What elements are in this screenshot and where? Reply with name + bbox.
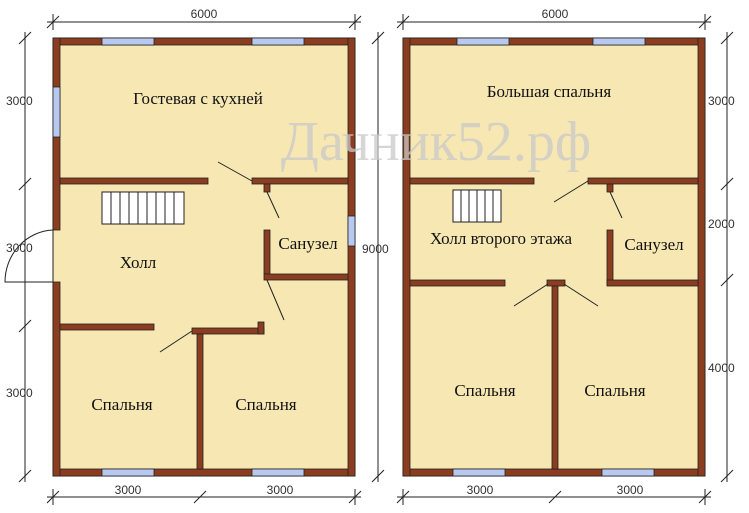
- floor-1-plan: Гостевая с кухней Холл Санузел Спальня С…: [4, 7, 362, 505]
- dimension-label: 3000: [708, 94, 735, 108]
- floor-1-window: [347, 215, 356, 247]
- floor-1-door: [217, 161, 253, 182]
- floor-2-door: [513, 283, 549, 307]
- room-label-bathroom: Санузел: [624, 235, 684, 254]
- room-label-bedroom: Спальня: [235, 395, 296, 414]
- floor-1-wall-kitchen-hall: [59, 177, 209, 185]
- floor-2-wall-bottom: [402, 468, 706, 477]
- dimension-label: 3000: [6, 94, 33, 108]
- dimension-label: 2000: [708, 217, 735, 231]
- floor-1-wall-bedrooms-divider: [196, 333, 204, 470]
- dimension-label: 9000: [362, 242, 389, 256]
- room-label-bedroom: Спальня: [454, 381, 515, 400]
- dimension-label: 3000: [6, 241, 33, 255]
- floor-1-wall-right: [347, 37, 356, 477]
- floor-1-door: [266, 279, 285, 321]
- floor-1-window: [52, 86, 61, 138]
- room-label-master-bedroom: Большая спальня: [487, 82, 612, 101]
- room-label-second-floor-hall: Холл второго этажа: [430, 229, 573, 248]
- dimension-label: 3000: [6, 386, 33, 400]
- floor-2-door: [563, 283, 599, 307]
- floor-2-wall-bedroom-hall: [409, 177, 535, 185]
- floor-1-wall-bottom: [52, 468, 356, 477]
- floor-2-wall-bedroom-hall: [587, 177, 699, 185]
- dimension-label: 6000: [542, 7, 569, 21]
- floor-2-wall-left: [402, 37, 411, 477]
- dimension-label: 3000: [115, 483, 142, 497]
- floor-1-wall-hall-bedroom-left: [59, 323, 155, 331]
- floor-1-window: [251, 37, 305, 46]
- floor-2-wall-bedrooms-divider: [551, 285, 559, 470]
- floor-2-wall-hall-stub: [546, 279, 566, 287]
- floor-2-plan: Большая спальня Холл второго этажа Сануз…: [362, 7, 735, 505]
- floor-1-wall-left-lower: [52, 281, 61, 477]
- floor-2-stairs: [452, 189, 502, 223]
- floor-1-wall-kitchen-hall: [251, 177, 349, 185]
- room-label-bedroom: Спальня: [91, 395, 152, 414]
- floor-1-window: [101, 37, 155, 46]
- floor-2-wall-bathroom-left: [606, 229, 614, 286]
- floor-1-stairs: [101, 191, 185, 225]
- room-label-bedroom: Спальня: [584, 381, 645, 400]
- floor-1-wall-bathroom-bottom: [263, 273, 349, 281]
- floor-1-wall-hall-bedroom-right: [191, 327, 265, 335]
- floor-2-wall-bathroom-bottom: [606, 279, 699, 287]
- floor-1-entrance-door: [4, 229, 54, 283]
- floor-2-wall-bathroom-stub: [606, 183, 614, 193]
- floor-1-wall-bathroom-stub: [263, 183, 271, 193]
- floor-1-window: [251, 468, 305, 477]
- floor-1-wall-hall-stub: [257, 321, 265, 335]
- floor-1-wall-top: [52, 37, 356, 46]
- dimension-label: 3000: [467, 483, 494, 497]
- floor-2-wall-right: [697, 37, 706, 477]
- floor-2-window: [601, 468, 655, 477]
- room-label-bathroom: Санузел: [278, 234, 338, 253]
- floor-1-floor: [52, 37, 356, 477]
- floor-1-window: [101, 468, 155, 477]
- floor-2-wall-top: [402, 37, 706, 46]
- dimension-label: 3000: [267, 483, 294, 497]
- dimension-label: 3000: [617, 483, 644, 497]
- floor-2-wall-hall-bedroom-left: [409, 279, 506, 287]
- dimension-label: 4000: [708, 361, 735, 375]
- floor-2-door: [609, 191, 623, 219]
- watermark: Дачник52.рф: [281, 111, 591, 173]
- floor-1-door: [266, 191, 280, 219]
- floor-1-door: [159, 330, 193, 353]
- floor-2-window: [456, 37, 510, 46]
- room-label-guest-kitchen: Гостевая с кухней: [133, 89, 263, 108]
- floor-2-window: [592, 37, 646, 46]
- floor-2-door: [553, 180, 589, 203]
- floor-1-wall-bathroom-left: [263, 229, 271, 275]
- room-label-hall: Холл: [120, 253, 157, 272]
- dimension-label: 6000: [191, 7, 218, 21]
- floor-2-window: [452, 468, 506, 477]
